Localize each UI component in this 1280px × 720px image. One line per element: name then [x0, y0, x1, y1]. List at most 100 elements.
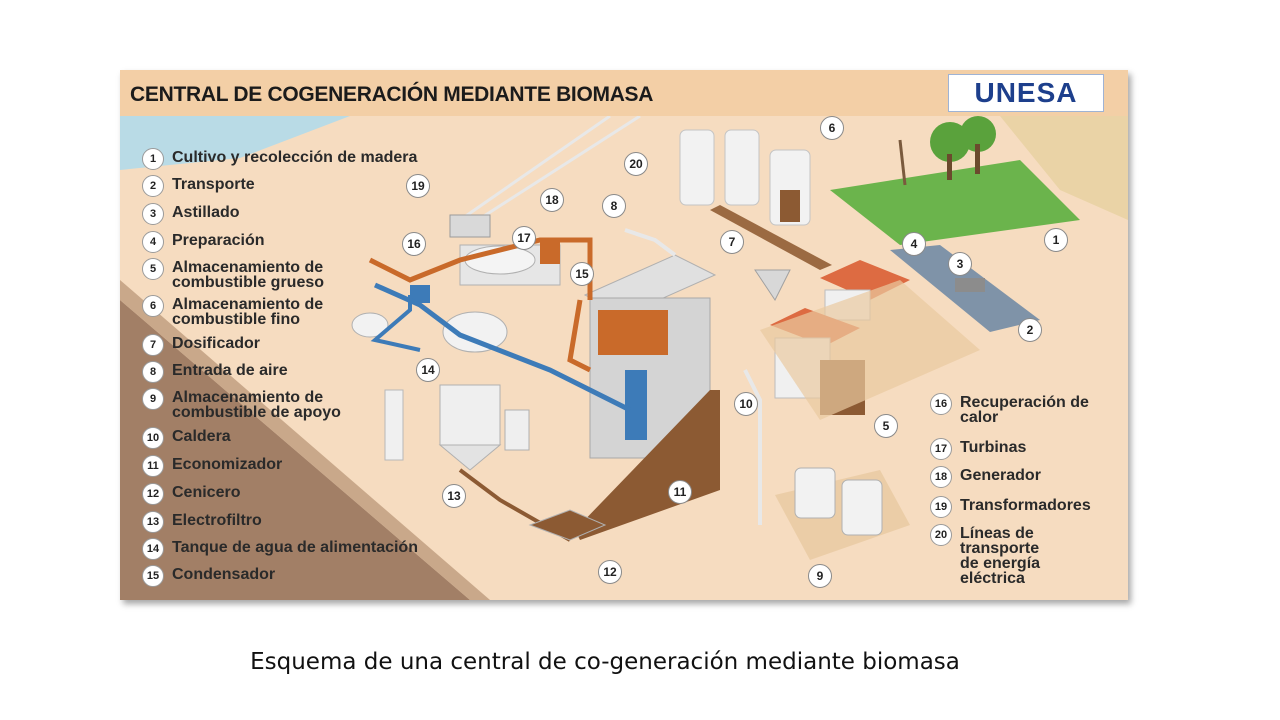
feedwater-tank — [442, 311, 508, 353]
support-tank — [794, 467, 836, 519]
legend-label: Almacenamiento de combustible grueso — [172, 259, 325, 291]
legend-number: 4 — [142, 231, 164, 253]
biomass-plant-figure: CENTRAL DE COGENERACIÓN MEDIANTE BIOMASA… — [120, 70, 1128, 600]
bare-tree — [898, 139, 907, 186]
generator — [540, 240, 560, 264]
cold-pipe — [370, 295, 421, 352]
hopper — [754, 269, 791, 301]
legend-number: 17 — [930, 438, 952, 460]
figure-caption: Esquema de una central de co-generación … — [250, 649, 960, 675]
hot-pipe — [368, 237, 593, 300]
legend-label: Economizador — [172, 456, 283, 473]
legend-number: 13 — [142, 511, 164, 533]
callout-4: 4 — [902, 232, 926, 256]
callout-18: 18 — [540, 188, 564, 212]
callout-6: 6 — [820, 116, 844, 140]
legend-label: Recuperación de calor — [960, 394, 1089, 426]
legend-label: Astillado — [172, 204, 240, 221]
power-line — [469, 114, 641, 227]
aux-tank — [351, 312, 389, 338]
legend-item-11: 11 Economizador — [142, 455, 283, 477]
legend-number: 9 — [142, 388, 164, 410]
tree-trunk — [975, 144, 980, 174]
legend-item-4: 4 Preparación — [142, 231, 265, 253]
legend-label: Generador — [960, 467, 1041, 484]
legend-number: 20 — [930, 524, 952, 546]
callout-1: 1 — [1044, 228, 1068, 252]
boiler-tubes — [598, 310, 668, 355]
silo-fuel-fill — [780, 190, 800, 222]
sand-area — [1000, 116, 1128, 220]
legend-number: 1 — [142, 148, 164, 170]
tree — [960, 116, 996, 152]
unesa-logo: UNESA — [948, 74, 1104, 112]
silo — [724, 129, 760, 206]
legend-item-7: 7 Dosificador — [142, 334, 261, 356]
legend-number: 15 — [142, 565, 164, 587]
callout-5: 5 — [874, 414, 898, 438]
tree — [930, 122, 970, 162]
legend-number: 7 — [142, 334, 164, 356]
legend-number: 14 — [142, 538, 164, 560]
plant-illustration — [120, 114, 1128, 600]
ash-tray — [528, 509, 607, 541]
legend-item-8: 8 Entrada de aire — [142, 361, 288, 383]
callout-11: 11 — [668, 480, 692, 504]
legend-label: Preparación — [172, 232, 265, 249]
electrofilter — [439, 384, 501, 446]
water-area — [120, 116, 350, 170]
logo-text: UNESA — [974, 77, 1078, 108]
legend-number: 8 — [142, 361, 164, 383]
legend-label: Condensador — [172, 566, 276, 583]
forest-area — [830, 160, 1080, 245]
truck — [955, 278, 985, 292]
support-tank — [841, 479, 883, 536]
legend-label: Dosificador — [172, 335, 261, 352]
legend-label: Almacenamiento de combustible fino — [172, 296, 324, 328]
legend-item-20: 20 Líneas de transporte de energía eléctr… — [930, 524, 1041, 587]
callout-16: 16 — [402, 232, 426, 256]
cold-pipe — [373, 282, 632, 413]
legend-number: 11 — [142, 455, 164, 477]
callout-7: 7 — [720, 230, 744, 254]
yard — [760, 280, 980, 420]
legend-label: Cultivo y recolección de madera — [172, 149, 418, 166]
callout-20: 20 — [624, 152, 648, 176]
tree-trunk — [947, 154, 952, 180]
legend-label: Cenicero — [172, 484, 241, 501]
legend-item-16: 16 Recuperación de calor — [930, 393, 1089, 426]
conveyor — [710, 205, 832, 270]
legend-item-1: 1 Cultivo y recolección de madera — [142, 148, 418, 170]
fuel-line — [743, 369, 762, 525]
legend-label: Electrofiltro — [172, 512, 262, 529]
legend-number: 19 — [930, 496, 952, 518]
hot-pipe — [567, 299, 592, 373]
legend-label: Transformadores — [960, 497, 1091, 514]
callout-14: 14 — [416, 358, 440, 382]
legend-label: Transporte — [172, 176, 255, 193]
silo — [679, 129, 715, 206]
legend-item-3: 3 Astillado — [142, 203, 240, 225]
legend-item-13: 13 Electrofiltro — [142, 511, 262, 533]
callout-9: 9 — [808, 564, 832, 588]
chimney — [384, 389, 404, 461]
legend-label: Entrada de aire — [172, 362, 288, 379]
legend-number: 10 — [142, 427, 164, 449]
callout-15: 15 — [570, 262, 594, 286]
legend-label: Líneas de transporte de energía eléctric… — [960, 525, 1041, 587]
callout-17: 17 — [512, 226, 536, 250]
legend-number: 3 — [142, 203, 164, 225]
callout-12: 12 — [598, 560, 622, 584]
ground-edge — [120, 280, 490, 600]
legend-label: Tanque de agua de alimentación — [172, 539, 418, 556]
callout-13: 13 — [442, 484, 466, 508]
legend-number: 12 — [142, 483, 164, 505]
legend-number: 16 — [930, 393, 952, 415]
callout-2: 2 — [1018, 318, 1042, 342]
legend-label: Caldera — [172, 428, 231, 445]
electrofilter-hopper — [438, 444, 502, 471]
